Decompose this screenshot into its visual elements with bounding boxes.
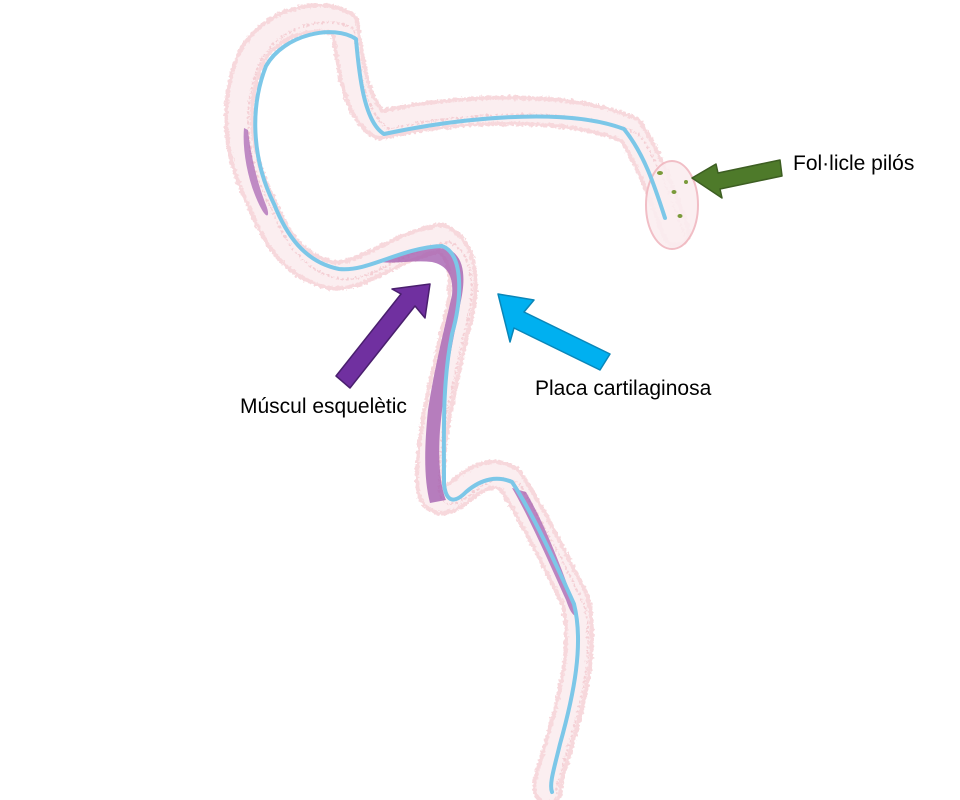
follicle-dot bbox=[677, 214, 683, 218]
follicle-dot bbox=[657, 171, 663, 175]
muscle-band-lower bbox=[512, 488, 578, 616]
follicle-pointer-arrow bbox=[691, 159, 783, 199]
muscle-layers bbox=[243, 128, 578, 616]
follicle-dot bbox=[671, 190, 677, 194]
muscle-band-upper-left bbox=[243, 128, 269, 216]
cartilage-plate-label: Placa cartilaginosa bbox=[535, 377, 712, 400]
cartilage-pointer-arrow bbox=[497, 293, 611, 371]
tissue-edge-outline bbox=[247, 21, 686, 795]
cartilage-plate-line bbox=[253, 30, 667, 794]
hair-follicle-label: Fol·licle pilós bbox=[793, 152, 915, 175]
muscle-pointer-arrow bbox=[335, 283, 431, 389]
follicle-region bbox=[645, 160, 699, 250]
follicle-bulb-tissue bbox=[645, 160, 699, 250]
follicle-dot bbox=[684, 180, 688, 184]
skeletal-muscle-label: Múscul esquelètic bbox=[240, 395, 407, 418]
